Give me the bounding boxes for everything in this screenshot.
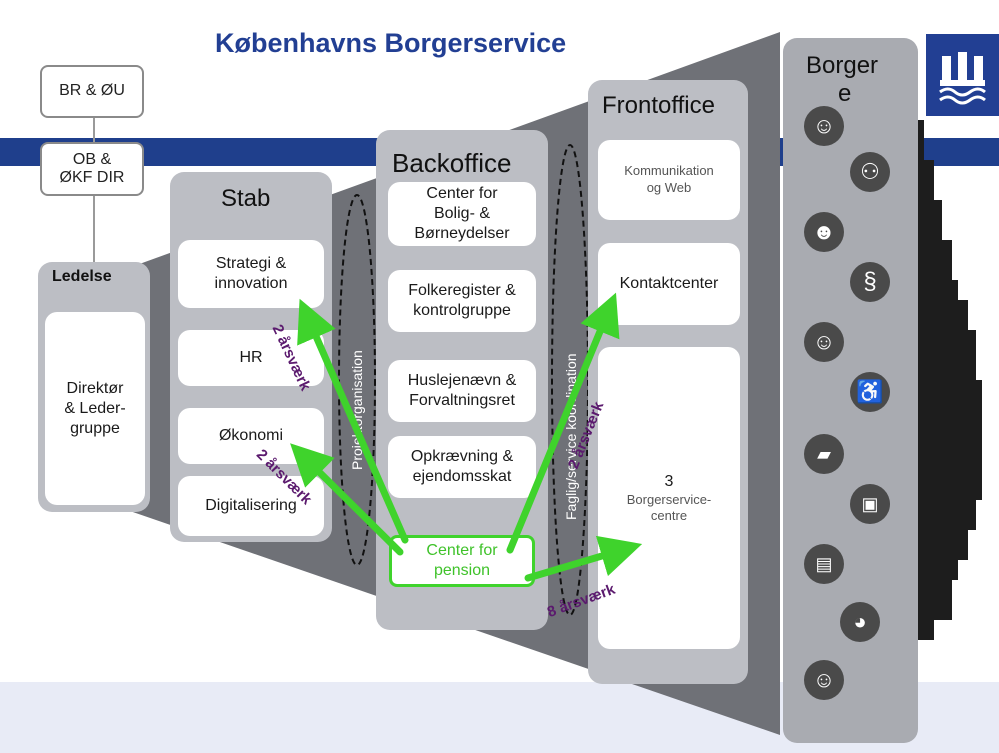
piggybank-icon: ◕ bbox=[840, 602, 880, 642]
backoffice-item-label: kontrolgruppe bbox=[413, 302, 511, 319]
backoffice-item-label: Center for bbox=[426, 185, 498, 202]
arrow-borgerservice bbox=[524, 535, 643, 582]
frontoffice-kontaktcenter: Kontaktcenter bbox=[598, 243, 740, 325]
borgerservice-line2: centre bbox=[650, 508, 688, 523]
backoffice-item-label: Børneydelser bbox=[414, 225, 510, 242]
stab-item-label: Strategi & bbox=[215, 255, 287, 272]
stroller-icon: ⚇ bbox=[850, 152, 890, 192]
ob-okf-line1: OB & bbox=[72, 150, 112, 168]
borger-header-line2: e bbox=[838, 80, 852, 107]
kommunikation-line2: og Web bbox=[646, 180, 692, 195]
kommunikation-line1: Kommunikation bbox=[624, 163, 714, 179]
direktor-line1: Direktør bbox=[66, 379, 124, 397]
copenhagen-logo bbox=[926, 34, 999, 116]
wheelchair-icon: ♿ bbox=[850, 372, 890, 412]
kontaktcenter-label: Kontaktcenter bbox=[619, 275, 719, 292]
stab-item-strategi: Strategi & innovation bbox=[178, 240, 324, 308]
ob-okf-line2: ØKF DIR bbox=[59, 169, 125, 186]
connector-line bbox=[93, 195, 95, 267]
skyline bbox=[918, 120, 982, 640]
documents-icon: ▤ bbox=[804, 544, 844, 584]
ob-okf-box: OB & ØKF DIR bbox=[40, 142, 144, 196]
stab-header: Stab bbox=[221, 185, 271, 212]
br-ou-box: BR & ØU bbox=[40, 65, 144, 118]
frontoffice-header: Frontoffice bbox=[602, 92, 715, 119]
center-pension-line2: pension bbox=[433, 562, 491, 579]
backoffice-item-label: Bolig- & bbox=[433, 205, 491, 222]
shopping-face-icon: ☺ bbox=[804, 322, 844, 362]
borgerservice-number: 3 bbox=[664, 472, 674, 490]
backoffice-item-huslejenaevn: Huslejenævn & Forvaltningsret bbox=[388, 360, 536, 422]
faces-icon: ☻ bbox=[804, 212, 844, 252]
direktor-card: Direktør & Leder- gruppe bbox=[45, 312, 145, 505]
chest-icon: ▣ bbox=[850, 484, 890, 524]
backoffice-item-label: ejendomsskat bbox=[412, 468, 512, 485]
castle-icon bbox=[939, 52, 986, 105]
connector-line bbox=[93, 118, 95, 142]
center-pension-line1: Center for bbox=[426, 542, 498, 559]
ledelse-header: Ledelse bbox=[52, 268, 112, 285]
backoffice-item-folkeregister: Folkeregister & kontrolgruppe bbox=[388, 270, 536, 332]
frontoffice-kommunikation: Kommunikation og Web bbox=[598, 140, 740, 220]
borger-header: Borger bbox=[806, 52, 879, 79]
backoffice-item-opkraevning: Opkrævning & ejendomsskat bbox=[388, 436, 536, 498]
br-ou-label: BR & ØU bbox=[59, 82, 125, 100]
projektorganisation-ellipse bbox=[338, 194, 376, 566]
center-pension-box: Center for pension bbox=[389, 535, 535, 587]
backoffice-item-label: Huslejenævn & bbox=[407, 372, 517, 389]
arrow-okonomi bbox=[290, 443, 404, 556]
arrow-strategi bbox=[297, 298, 409, 544]
frontoffice-borgerservice: 3 Borgerservice- centre bbox=[598, 347, 740, 649]
stab-item-label: innovation bbox=[214, 275, 288, 292]
direktor-line3: gruppe bbox=[70, 419, 120, 437]
direktor-line2: & Leder- bbox=[64, 399, 126, 417]
backoffice-item-bolig: Center for Bolig- & Børneydelser bbox=[388, 182, 536, 246]
paragraph-icon: § bbox=[850, 262, 890, 302]
backoffice-header: Backoffice bbox=[392, 148, 512, 178]
borgerservice-line1: Borgerservice- bbox=[626, 491, 712, 507]
stab-item-label: Økonomi bbox=[218, 427, 284, 444]
child-face-icon: ☺ bbox=[804, 660, 844, 700]
stab-item-label: Digitalisering bbox=[205, 497, 297, 514]
briefcase-face-icon: ☺ bbox=[804, 106, 844, 146]
truck-icon: ▰ bbox=[804, 434, 844, 474]
backoffice-item-label: Folkeregister & bbox=[408, 282, 516, 299]
arrow-kontakt bbox=[506, 292, 620, 554]
backoffice-item-label: Forvaltningsret bbox=[409, 392, 515, 409]
stab-item-label: HR bbox=[239, 349, 263, 366]
backoffice-item-label: Opkrævning & bbox=[410, 448, 514, 465]
page-title: Københavns Borgerservice bbox=[215, 28, 567, 58]
